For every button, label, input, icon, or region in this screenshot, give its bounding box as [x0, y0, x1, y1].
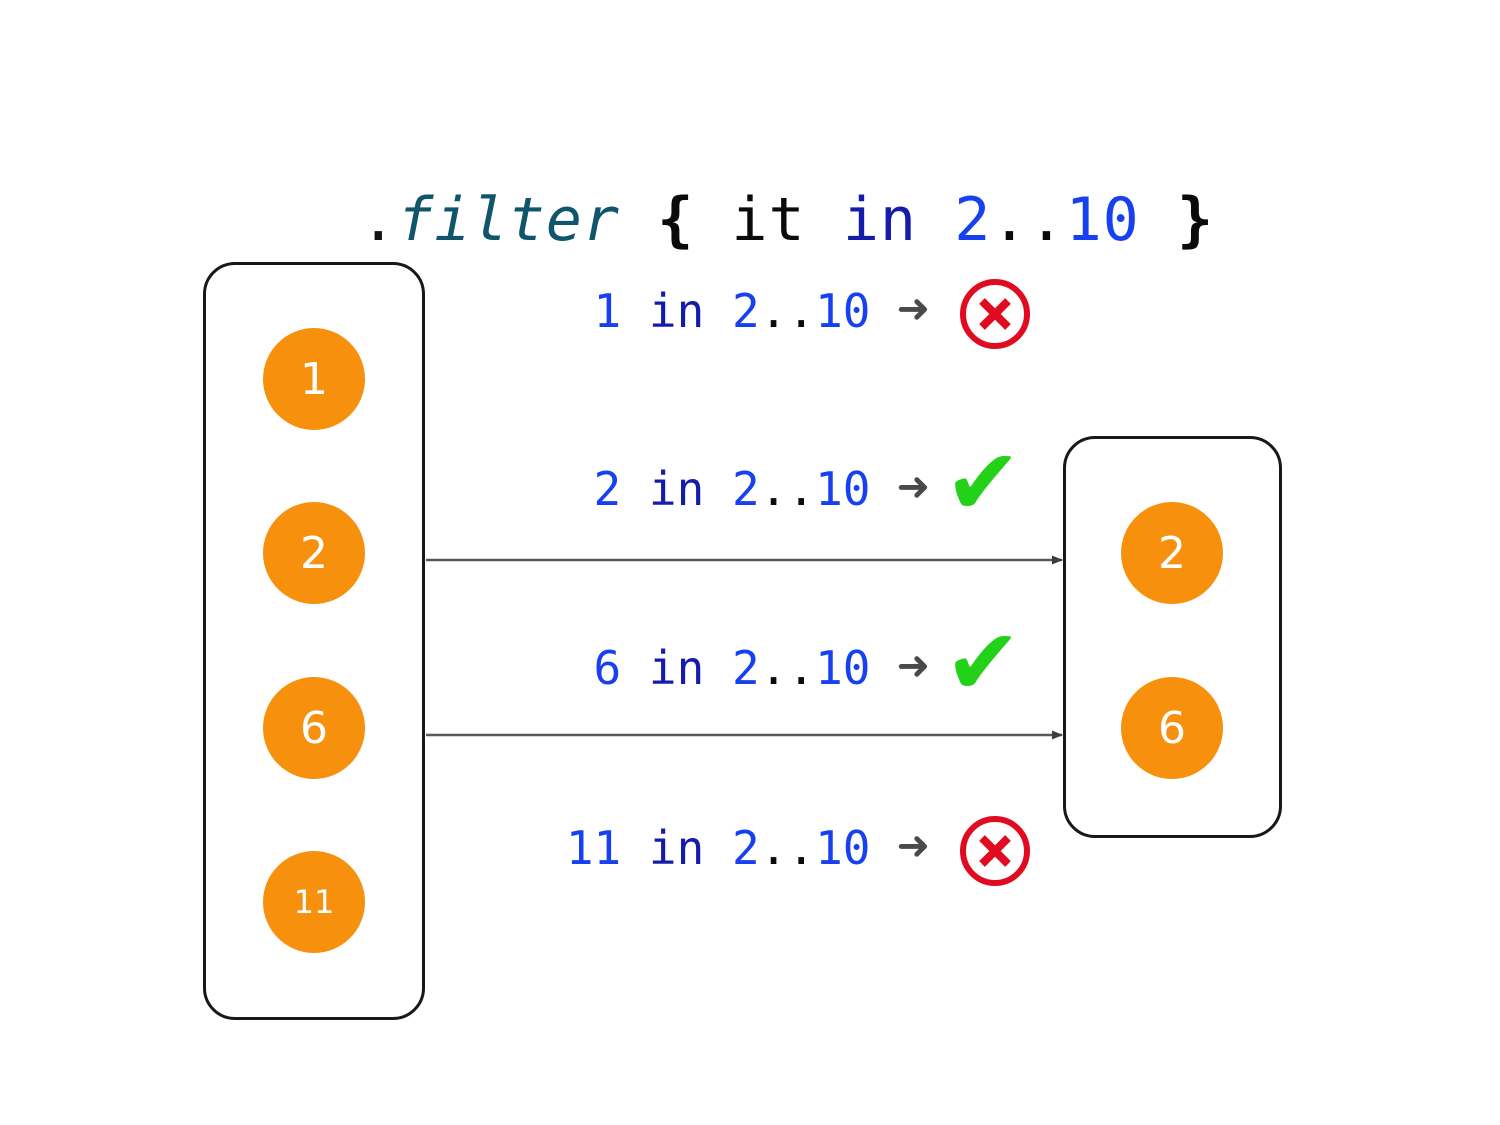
eval-range-start: 2: [732, 641, 760, 695]
evaluation-result-mark: ✔: [940, 429, 1026, 536]
eval-space-2: [704, 641, 732, 695]
eval-space-1: [621, 284, 649, 338]
evaluation-result-mark: [952, 271, 1038, 357]
token-space-3: [1140, 185, 1177, 255]
cross-circle-icon: [960, 279, 1030, 349]
eval-subject: 2: [593, 462, 622, 516]
evaluation-expression: 6 in 2..10: [594, 632, 871, 704]
eval-range-start: 2: [732, 821, 760, 875]
right-arrow-icon: ➜: [896, 286, 930, 332]
eval-space-1: [621, 821, 649, 875]
token-in-keyword: in: [842, 185, 918, 255]
eval-range-start: 2: [732, 284, 760, 338]
eval-operator: in: [648, 284, 705, 338]
token-function-name: filter: [397, 185, 621, 255]
source-item-bubble[interactable]: 11: [263, 851, 365, 953]
eval-space-1: [621, 641, 649, 695]
token-range-start: 2: [954, 185, 992, 255]
evaluation-row: 2 in 2..10 ➜: [470, 453, 931, 525]
evaluation-row: 6 in 2..10 ➜: [470, 632, 931, 704]
eval-subject: 6: [593, 641, 622, 695]
eval-range-end: 10: [815, 284, 871, 338]
token-it: it: [694, 185, 843, 255]
eval-operator: in: [648, 821, 705, 875]
eval-range-end: 10: [815, 641, 871, 695]
evaluation-result-mark: [952, 808, 1038, 894]
right-arrow-icon: ➜: [896, 823, 930, 869]
right-arrow-icon: ➜: [896, 643, 930, 689]
evaluation-expression: 11 in 2..10: [566, 812, 871, 884]
evaluation-expression: 2 in 2..10: [594, 453, 871, 525]
token-range-end: 10: [1065, 185, 1140, 255]
token-space-1: [620, 185, 657, 255]
check-icon: ✔: [944, 429, 1022, 536]
eval-space-2: [704, 821, 732, 875]
token-open-brace: {: [657, 185, 695, 255]
eval-range-start: 2: [732, 462, 760, 516]
eval-range-end: 10: [815, 821, 871, 875]
eval-range-end: 10: [815, 462, 871, 516]
result-item-bubble[interactable]: 6: [1121, 677, 1223, 779]
source-item-bubble[interactable]: 1: [263, 328, 365, 430]
source-item-value: 1: [300, 353, 328, 405]
eval-subject: 11: [565, 821, 622, 875]
result-item-value: 6: [1158, 702, 1186, 754]
eval-space-2: [704, 284, 732, 338]
token-range-dots: ..: [991, 185, 1066, 255]
check-icon: ✔: [944, 609, 1022, 716]
eval-range-dots: ..: [759, 641, 816, 695]
eval-subject: 1: [593, 284, 622, 338]
eval-range-dots: ..: [759, 462, 816, 516]
source-item-bubble[interactable]: 2: [263, 502, 365, 604]
token-close-brace: }: [1176, 185, 1215, 255]
result-item-value: 2: [1158, 527, 1186, 579]
eval-range-dots: ..: [759, 284, 816, 338]
token-dot: .: [360, 185, 398, 255]
eval-space-1: [621, 462, 649, 516]
right-arrow-icon: ➜: [896, 464, 930, 510]
eval-operator: in: [648, 462, 705, 516]
source-item-value: 6: [300, 702, 328, 754]
cross-circle-icon: [960, 816, 1030, 886]
evaluation-row: 1 in 2..10 ➜: [470, 275, 931, 347]
eval-space-2: [704, 462, 732, 516]
token-space-2: [917, 185, 954, 255]
eval-operator: in: [648, 641, 705, 695]
source-item-value: 11: [293, 883, 335, 921]
source-item-bubble[interactable]: 6: [263, 677, 365, 779]
eval-range-dots: ..: [759, 821, 816, 875]
result-item-bubble[interactable]: 2: [1121, 502, 1223, 604]
evaluation-expression: 1 in 2..10: [594, 275, 871, 347]
filter-expression-title: .filter { it in 2..10 }: [0, 112, 1500, 256]
source-item-value: 2: [300, 527, 328, 579]
evaluation-row: 11 in 2..10 ➜: [470, 812, 930, 884]
evaluation-result-mark: ✔: [940, 609, 1026, 716]
